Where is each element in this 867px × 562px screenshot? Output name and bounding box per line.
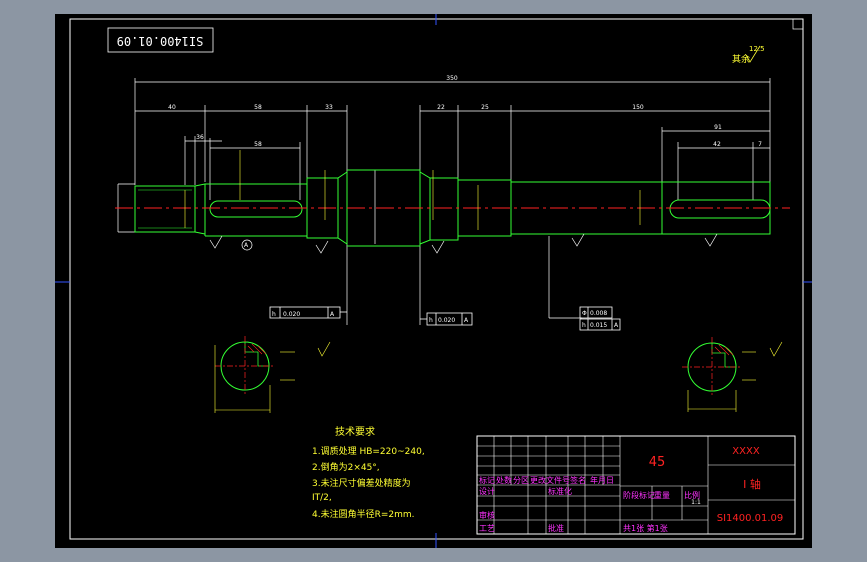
svg-text:技术要求: 技术要求 <box>335 425 375 438</box>
dimension-lines <box>117 78 771 325</box>
rotated-code: SI1400.01.09 <box>117 34 204 48</box>
tolerance-left: h 0.020 A <box>269 306 347 319</box>
scale-value: 1:1 <box>691 499 701 506</box>
drawing-number: SI1400.01.09 <box>717 513 784 524</box>
dimension-labels: 350 40 58 33 22 25 150 36 58 91 42 7 <box>168 75 762 148</box>
svg-text:标记: 标记 <box>479 475 495 485</box>
svg-text:1.调质处理 HB=220~240,: 1.调质处理 HB=220~240, <box>312 445 425 457</box>
tech-requirements: 技术要求 1.调质处理 HB=220~240, 2.倒角为2×45°, 3.未注… <box>312 425 425 520</box>
svg-text:33: 33 <box>325 104 333 111</box>
drawing-area <box>55 14 812 548</box>
company: XXXX <box>732 446 760 457</box>
roughness-label: 其余 <box>732 53 750 65</box>
svg-text:0.008: 0.008 <box>590 310 607 317</box>
center-marks <box>55 14 812 548</box>
svg-text:年月日: 年月日 <box>590 475 614 485</box>
svg-text:91: 91 <box>714 124 722 131</box>
section-left <box>214 336 331 413</box>
code-box <box>107 27 214 53</box>
svg-text:分区: 分区 <box>513 476 529 485</box>
roughness-symbol <box>745 45 761 63</box>
svg-text:标准化: 标准化 <box>548 486 572 496</box>
corner-box <box>792 18 804 30</box>
svg-text:h: h <box>582 322 586 329</box>
part-name: I 轴 <box>743 477 761 491</box>
surface-marks <box>209 233 718 254</box>
svg-text:h: h <box>272 311 276 318</box>
svg-text:40: 40 <box>168 104 176 111</box>
svg-text:2.倒角为2×45°,: 2.倒角为2×45°, <box>312 461 380 473</box>
svg-text:58: 58 <box>254 141 262 148</box>
svg-text:A: A <box>244 242 249 249</box>
svg-text:签名: 签名 <box>570 475 586 485</box>
svg-text:4.未注圆角半径R=2mm.: 4.未注圆角半径R=2mm. <box>312 508 415 520</box>
svg-text:工艺: 工艺 <box>479 524 495 533</box>
svg-text:设计: 设计 <box>479 486 495 496</box>
title-block: 45 XXXX I 轴 SI1400.01.09 1:1 标记 处数 分区 更改… <box>476 435 796 535</box>
thread-lines <box>138 189 192 229</box>
svg-text:42: 42 <box>713 141 721 148</box>
svg-text:7: 7 <box>758 141 762 148</box>
svg-text:审核: 审核 <box>479 510 495 520</box>
svg-text:58: 58 <box>254 104 262 111</box>
svg-text:A: A <box>330 311 335 318</box>
section-right <box>682 337 783 412</box>
svg-text:A: A <box>614 322 619 329</box>
svg-text:0.015: 0.015 <box>590 322 607 329</box>
svg-text:更改文件号: 更改文件号 <box>530 475 570 485</box>
svg-text:0.020: 0.020 <box>283 311 300 318</box>
svg-text:处数: 处数 <box>496 475 512 485</box>
svg-text:h: h <box>429 317 433 324</box>
tolerance-mid: h 0.020 A <box>420 312 473 326</box>
roughness-value: 12.5 <box>749 45 765 53</box>
tolerance-right: Φ 0.008 h 0.015 A <box>579 306 621 331</box>
svg-text:A: A <box>464 317 469 324</box>
svg-text:Φ: Φ <box>582 310 587 317</box>
svg-text:22: 22 <box>437 104 445 111</box>
svg-text:比例: 比例 <box>684 490 700 500</box>
material: 45 <box>649 455 666 470</box>
svg-text:批准: 批准 <box>548 523 564 533</box>
svg-text:25: 25 <box>481 104 489 111</box>
svg-text:3.未注尺寸偏差处精度为: 3.未注尺寸偏差处精度为 <box>312 477 411 489</box>
svg-text:共1张 第1张: 共1张 第1张 <box>623 523 668 533</box>
svg-text:重量: 重量 <box>654 490 670 500</box>
datum-labels: A <box>244 242 249 249</box>
svg-text:350: 350 <box>446 75 458 82</box>
svg-text:阶段标记: 阶段标记 <box>623 490 655 500</box>
svg-text:IT/2,: IT/2, <box>312 493 332 503</box>
detail-marks <box>184 150 641 230</box>
svg-text:150: 150 <box>632 104 644 111</box>
svg-text:36: 36 <box>196 134 204 141</box>
svg-text:0.020: 0.020 <box>438 317 455 324</box>
